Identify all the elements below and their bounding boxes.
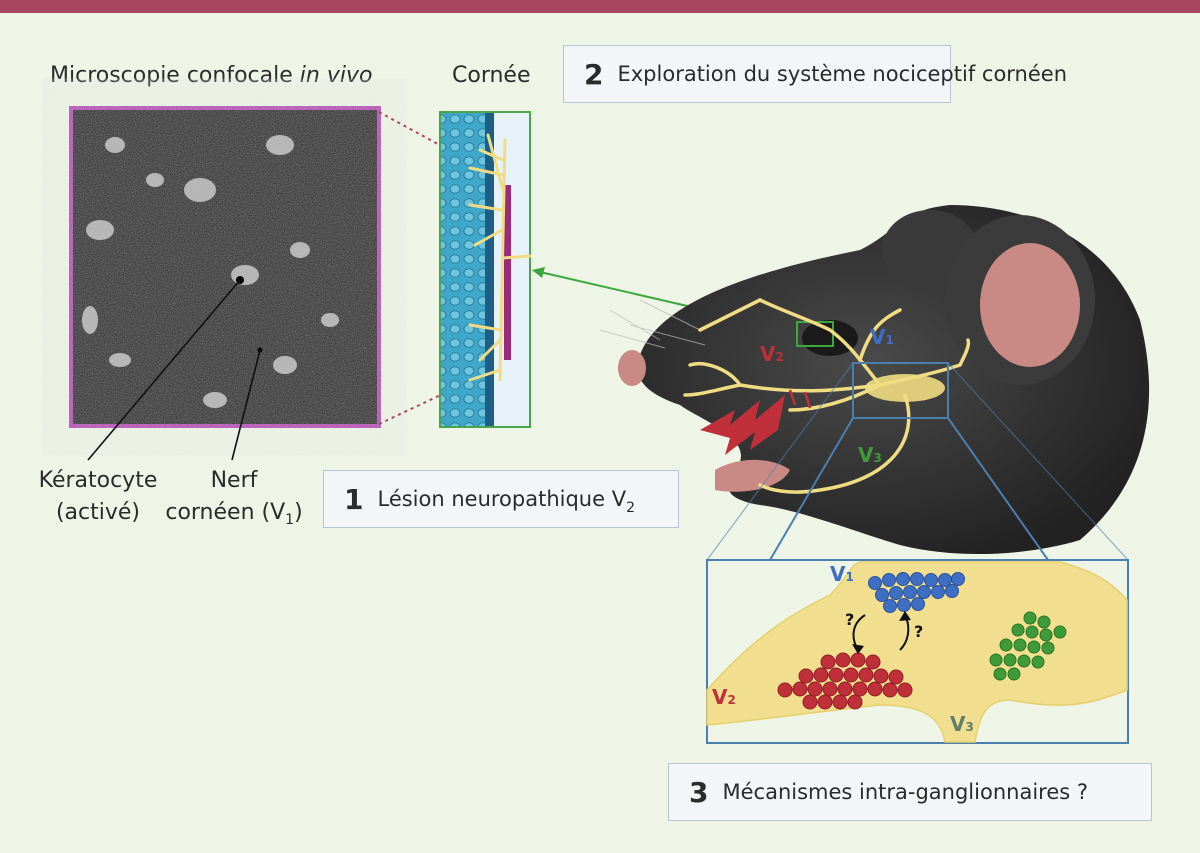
- keratocyte-label-line2: (activé): [55, 500, 141, 525]
- step-1-number: 1: [344, 482, 364, 516]
- microscopy-title-text: Microscopie confocale: [50, 63, 300, 88]
- mouse-label-v1-text: V: [870, 325, 886, 349]
- ganglion-label-v3-text: V: [950, 712, 966, 736]
- corneal-nerve-label-line2: cornéen (V1): [158, 497, 310, 531]
- corneal-nerve-label-prefix: cornéen (V: [165, 500, 286, 525]
- top-accent-bar: [0, 0, 1200, 13]
- ganglion-label-v3: V3: [950, 712, 974, 736]
- nerve-pointer-line: [231, 349, 261, 461]
- mouse-label-v2-sub: 2: [775, 350, 784, 364]
- keratocyte-label-line1: Kératocyte: [38, 468, 158, 493]
- step-2-text: Exploration du système nociceptif cornée…: [617, 62, 1068, 86]
- step-1-box: 1 Lésion neuropathique V2: [323, 470, 679, 528]
- ganglion-question-right: ?: [914, 622, 924, 641]
- ganglion-question-left: ?: [845, 610, 855, 629]
- step-1-text: Lésion neuropathique V2: [377, 487, 635, 516]
- microscopy-title: Microscopie confocale in vivo: [50, 63, 372, 88]
- mouse-label-v1-sub: 1: [885, 333, 894, 347]
- microscopy-title-italic: in vivo: [299, 63, 373, 88]
- corneal-nerve-label-suffix: ): [294, 500, 303, 525]
- ganglion-label-v3-sub: 3: [965, 720, 974, 734]
- ganglion-label-v1-sub: 1: [845, 570, 854, 584]
- zoom-connector-bottom: [378, 384, 463, 425]
- step-3-number: 3: [689, 775, 709, 809]
- step-2-box: 2 Exploration du système nociceptif corn…: [563, 45, 1067, 103]
- keratocyte-label: Kératocyte (activé): [32, 465, 164, 529]
- mouse-label-v2-text: V: [760, 342, 776, 366]
- ganglion-label-v1: V1: [830, 562, 854, 586]
- mouse-label-v2: V2: [760, 342, 784, 366]
- mouse-label-v3-text: V: [858, 443, 874, 467]
- mouse-label-v3-sub: 3: [873, 451, 882, 465]
- lesion-lightning-icon: [700, 395, 785, 455]
- mouse-head-illustration: [599, 205, 1150, 555]
- step-3-box: 3 Mécanismes intra-ganglionnaires ?: [668, 763, 1152, 821]
- step-1-text-main: Lésion neuropathique V: [377, 487, 627, 511]
- cornea-section: [439, 111, 532, 428]
- keratocyte-pointer-line: [87, 279, 241, 461]
- ganglion-panel: [706, 559, 1129, 744]
- step-2-number: 2: [584, 57, 604, 91]
- ganglion-zoom-box: [852, 362, 949, 419]
- corneal-nerve-label-line1: Nerf: [210, 468, 258, 493]
- corneal-nerve-label: Nerf cornéen (V1): [158, 465, 310, 531]
- zoom-connector-top: [378, 111, 459, 156]
- ganglion-label-v2-text: V: [712, 685, 728, 709]
- confocal-microscopy-image: [69, 106, 381, 428]
- step-3-text: Mécanismes intra-ganglionnaires ?: [722, 780, 1089, 804]
- ganglion-label-v2-sub: 2: [727, 693, 736, 707]
- cornea-title: Cornée: [452, 63, 531, 88]
- mouse-label-v3: V3: [858, 443, 882, 467]
- ganglion-label-v1-text: V: [830, 562, 846, 586]
- step-1-text-sub: 2: [626, 500, 636, 516]
- corneal-nerve-label-sub: 1: [285, 512, 295, 528]
- mouse-label-v1: V1: [870, 325, 894, 349]
- ganglion-label-v2: V2: [712, 685, 736, 709]
